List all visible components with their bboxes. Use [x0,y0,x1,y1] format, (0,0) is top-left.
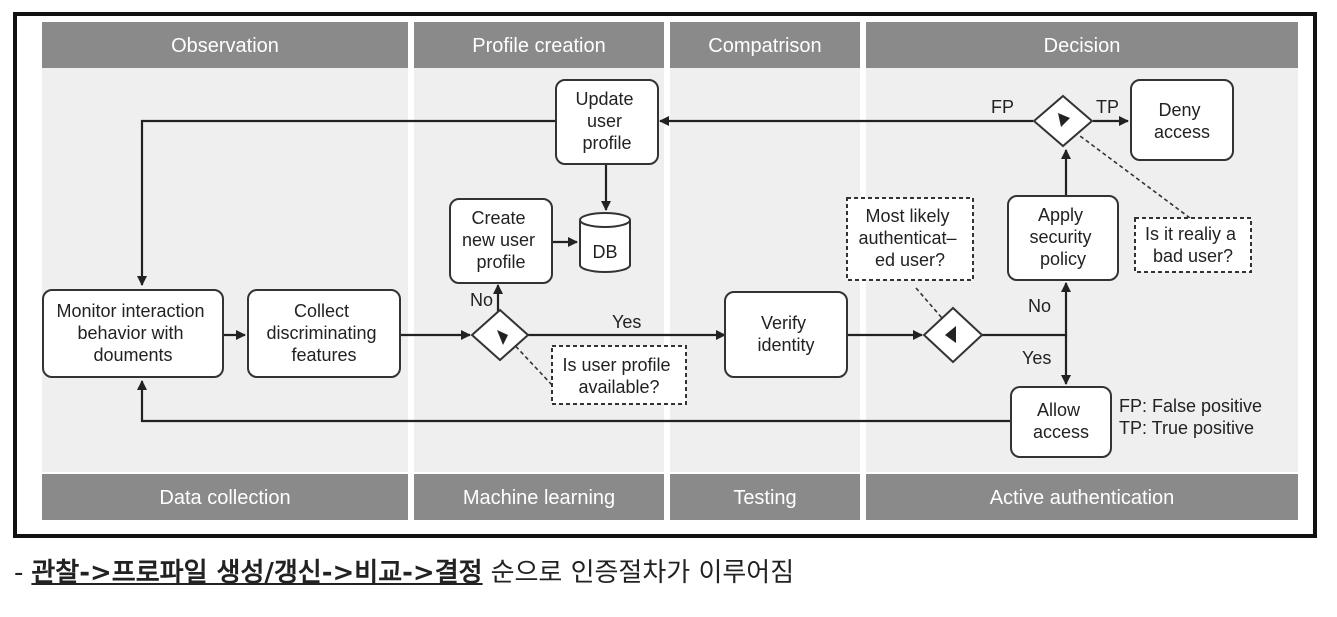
db-cylinder: DB [579,212,631,273]
decision-header [866,22,1298,68]
comparison-header [670,22,860,68]
observation-header-label: Observation [171,35,279,57]
testing-label: Testing [733,487,796,509]
auth-decision-diamond [922,306,984,364]
create-profile-label: Create new user profile [462,208,540,272]
allow-to-monitor-arrow [137,380,1011,423]
active-authentication-label: Active authentication [990,487,1175,509]
collect-features-label: Collect discriminating features [266,301,381,365]
deny-access-box: Deny access [1130,79,1234,161]
db-label: DB [592,242,617,262]
verify-identity-label: Verify identity [757,313,814,355]
profile-header-label: Profile creation [472,35,605,57]
monitor-interaction-box: Monitor interaction behavior with doumen… [42,289,224,378]
apply-policy-box: Apply security policy [1007,195,1119,281]
likely-note-leader [915,287,949,326]
allow-access-box: Allow access [1010,386,1112,458]
profile-note-leader [506,336,553,386]
profile-decision-diamond [470,308,530,362]
verify-identity-box: Verify identity [724,291,848,378]
comparison-header-label: Compatrison [708,35,821,57]
profile-available-note-text: Is user profile available? [562,355,675,397]
deny-access-label: Deny access [1154,100,1210,142]
machine-learning-footer [414,474,664,520]
apply-policy-label: Apply security policy [1029,205,1096,269]
update-to-monitor-arrow [137,119,556,286]
collect-features-box: Collect discriminating features [247,289,401,378]
fp-tp-decision-diamond [1032,94,1094,148]
fp-label: FP [991,97,1014,117]
most-likely-note: Most likely authenticat– ed user? [846,197,974,281]
data-collection-footer [42,474,408,520]
update-profile-box: Update user profile [555,79,659,165]
no-profile-label: No [470,290,493,310]
caption-emphasis: 관찰->프로파일 생성/갱신->비교->결정 [31,558,483,588]
observation-header [42,22,408,68]
caption-rest: 순으로 인증절차가 이루어짐 [490,558,795,588]
monitor-interaction-label: Monitor interaction behavior with doumen… [56,301,209,365]
allow-access-label: Allow access [1033,400,1089,442]
yes-profile-label: Yes [612,312,641,332]
comparison-column [670,68,860,472]
profile-available-note: Is user profile available? [551,345,687,405]
profile-header [414,22,664,68]
decision-header-label: Decision [1044,35,1121,57]
testing-footer [670,474,860,520]
yes-auth-label: Yes [1022,348,1051,368]
most-likely-note-text: Most likely authenticat– ed user? [858,206,961,270]
bad-user-note: Is it realiy a bad user? [1134,217,1252,273]
bad-user-note-leader [1067,126,1191,219]
fp-tp-legend: FP: False positive TP: True positive [1119,396,1267,438]
observation-column [42,68,408,472]
no-auth-label: No [1028,296,1051,316]
bad-user-note-text: Is it realiy a bad user? [1145,224,1241,266]
update-profile-label: Update user profile [575,89,638,153]
active-authentication-footer [866,474,1298,520]
caption-bullet: - [14,558,24,588]
create-profile-box: Create new user profile [449,198,553,284]
machine-learning-label: Machine learning [463,487,615,509]
data-collection-label: Data collection [159,487,290,509]
tp-label: TP [1096,97,1119,117]
